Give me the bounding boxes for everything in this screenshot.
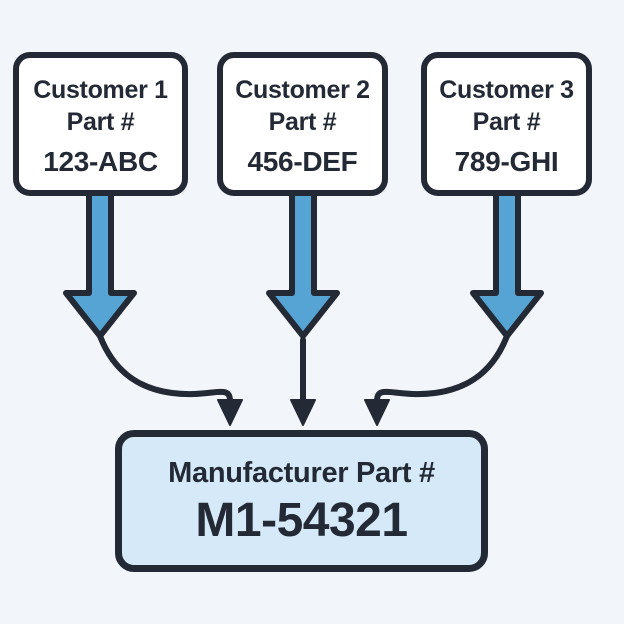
customer-3-part-label: Part # <box>472 107 541 136</box>
customer-2-box: Customer 2 Part # 456-DEF <box>217 52 388 196</box>
down-arrow-2-icon <box>266 189 340 339</box>
customer-2-title: Customer 2 Part # <box>235 74 370 138</box>
customer-1-name: Customer 1 <box>33 75 168 104</box>
manufacturer-label: Manufacturer Part # <box>168 456 435 489</box>
customer-1-part-number: 123-ABC <box>43 145 158 177</box>
customer-2-part-number: 456-DEF <box>247 145 358 177</box>
down-arrow-1-icon <box>63 189 137 339</box>
manufacturer-box: Manufacturer Part # M1-54321 <box>115 430 488 572</box>
connector-arrowhead-1-icon <box>217 399 243 426</box>
manufacturer-part-number: M1-54321 <box>195 493 408 547</box>
customer-1-part-label: Part # <box>66 107 135 136</box>
customer-3-part-number: 789-GHI <box>454 145 559 177</box>
customer-2-name: Customer 2 <box>235 75 370 104</box>
down-arrow-3-icon <box>470 189 544 339</box>
connector-arrowhead-2-icon <box>290 399 316 426</box>
customer-2-part-label: Part # <box>268 107 337 136</box>
connector-arrow-1 <box>97 333 233 404</box>
customer-3-title: Customer 3 Part # <box>439 74 574 138</box>
connector-arrowhead-3-icon <box>364 399 390 426</box>
customer-3-box: Customer 3 Part # 789-GHI <box>421 52 592 196</box>
customer-3-name: Customer 3 <box>439 75 574 104</box>
connector-arrow-3 <box>374 333 510 404</box>
customer-1-title: Customer 1 Part # <box>33 74 168 138</box>
customer-1-box: Customer 1 Part # 123-ABC <box>13 52 188 196</box>
